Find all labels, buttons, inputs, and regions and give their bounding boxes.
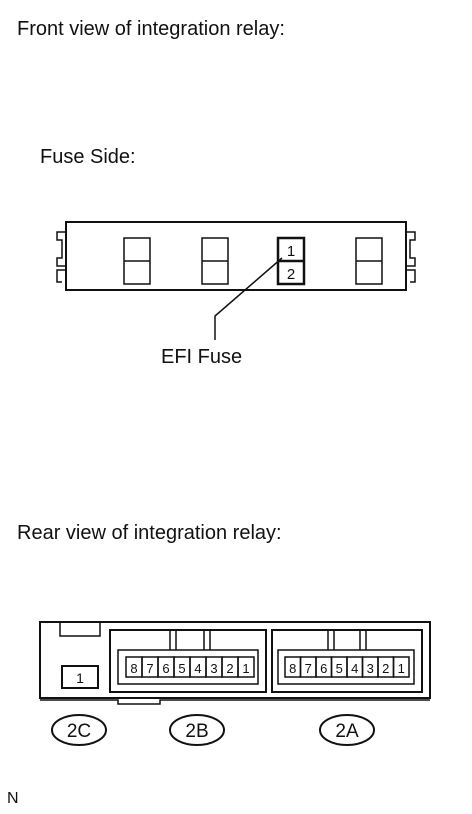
connector-2a-pin-cell <box>392 656 410 678</box>
connector-2a-pin-label: 5 <box>336 661 343 676</box>
connector-2c-pin: 1 <box>76 670 84 686</box>
connector-2a-pin-label: 8 <box>289 661 296 676</box>
connector-2a-pin-label: 3 <box>367 661 374 676</box>
fuse-side-label: Fuse Side: <box>40 146 136 168</box>
connector-2b-pin-label: 1 <box>242 661 249 676</box>
connector-2a-id-badge <box>319 714 375 746</box>
connector-2b-pin-cell <box>237 656 255 678</box>
fuse-cavity <box>201 237 229 285</box>
connector-2c-housing <box>61 665 99 689</box>
connector-2b-housing <box>109 629 267 693</box>
front-view-title: Front view of integration relay: <box>17 18 285 40</box>
connector-2b-pin-label: 6 <box>162 661 169 676</box>
fuse-cavity <box>355 237 383 285</box>
connector-2b-pin-label: 8 <box>130 661 137 676</box>
efi-terminal-1: 1 <box>287 243 295 260</box>
connector-2a-pin-label: 7 <box>305 661 312 676</box>
efi-fuse-label: EFI Fuse <box>161 346 243 368</box>
connector-2a-pin-label: 4 <box>351 661 358 676</box>
connector-2a-pin-label: 6 <box>320 661 327 676</box>
connector-2c-id: 2C <box>67 721 91 742</box>
connector-2a-housing <box>271 629 423 693</box>
connector-2b-pin-label: 2 <box>226 661 233 676</box>
connector-2a-pin-label: 2 <box>382 661 389 676</box>
rear-relay-body <box>39 621 431 705</box>
fuse-cavity <box>123 237 151 285</box>
connector-2b-pin-label: 4 <box>194 661 201 676</box>
connector-2a-id: 2A <box>335 721 359 742</box>
connector-2b-id: 2B <box>185 721 208 742</box>
connector-2b-pin-label: 5 <box>178 661 185 676</box>
connector-2a-pin-label: 1 <box>398 661 405 676</box>
figure-code: N <box>7 790 19 807</box>
rear-view-title: Rear view of integration relay: <box>17 522 282 544</box>
connector-2b-id-badge <box>169 714 225 746</box>
connector-2c-id-badge <box>51 714 107 746</box>
connector-2b-pin-label: 7 <box>146 661 153 676</box>
front-relay-body <box>56 221 416 291</box>
connector-2b-pin-label: 3 <box>210 661 217 676</box>
efi-leader-line <box>214 257 283 340</box>
efi-terminal-2: 2 <box>287 266 295 283</box>
